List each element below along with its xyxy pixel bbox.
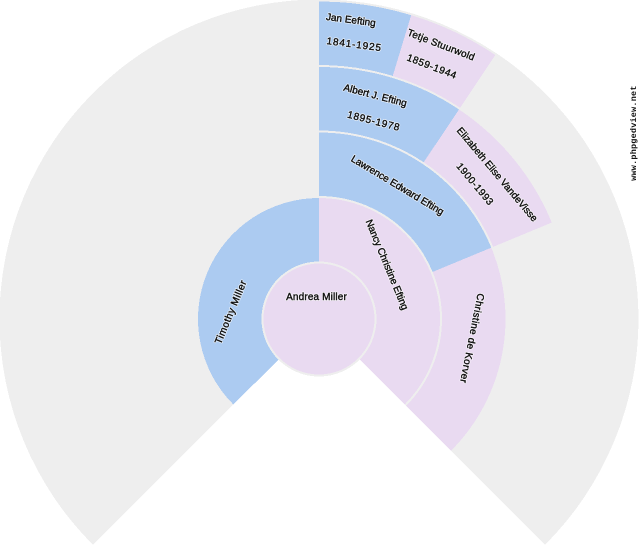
svg-text:Andrea Miller: Andrea Miller bbox=[286, 292, 347, 303]
svg-text:www.phpgedview.net: www.phpgedview.net bbox=[629, 85, 639, 180]
svg-text:Andrea Miller: Andrea Miller bbox=[286, 292, 347, 303]
